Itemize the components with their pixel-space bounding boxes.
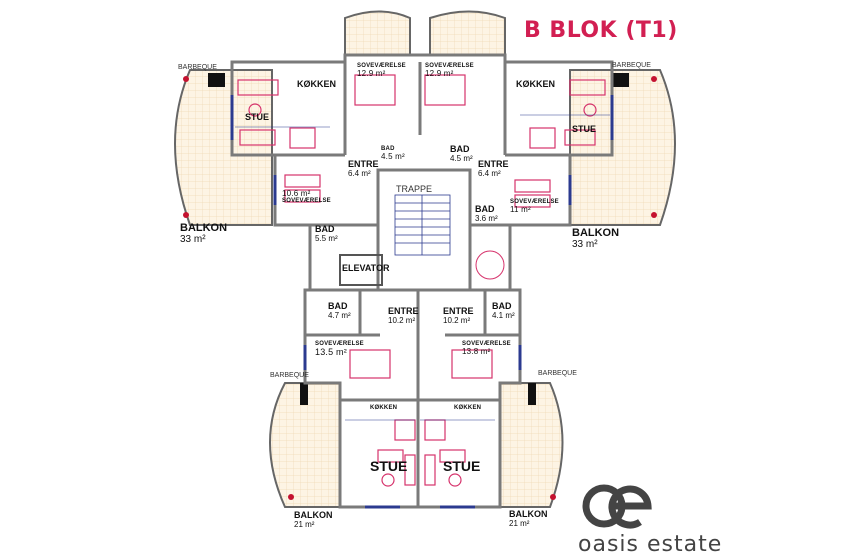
brand-name: oasis estate: [578, 532, 723, 557]
label-barbeque: BARBEQUE: [538, 370, 577, 377]
label-kitchen: KØKKEN: [370, 405, 398, 411]
label-kitchen: KØKKEN: [516, 79, 556, 89]
balcony-bottom-right: [499, 382, 564, 508]
label-barbeque: BARBEQUE: [270, 372, 309, 379]
balcony-top-left: [174, 69, 273, 226]
brand-logo-icon: [582, 484, 652, 529]
label-living-room: STUE: [572, 124, 597, 134]
label-kitchen: KØKKEN: [297, 79, 337, 89]
label-barbeque: BARBEQUE: [612, 62, 651, 69]
label-barbeque: BARBEQUE: [178, 64, 217, 71]
label-elevator: ELEVATOR: [342, 263, 390, 273]
label-living-room: STUE: [443, 458, 481, 474]
balcony-bottom-left: [269, 382, 341, 508]
page-title: B BLOK (T1): [524, 18, 678, 43]
label-kitchen: KØKKEN: [454, 405, 482, 411]
balcony-top-right: [569, 69, 676, 226]
label-stairs: TRAPPE: [396, 184, 433, 194]
label-living-room: STUE: [370, 458, 408, 474]
balcony-top-center: [344, 10, 506, 56]
label-living-room: STUE: [245, 112, 270, 122]
